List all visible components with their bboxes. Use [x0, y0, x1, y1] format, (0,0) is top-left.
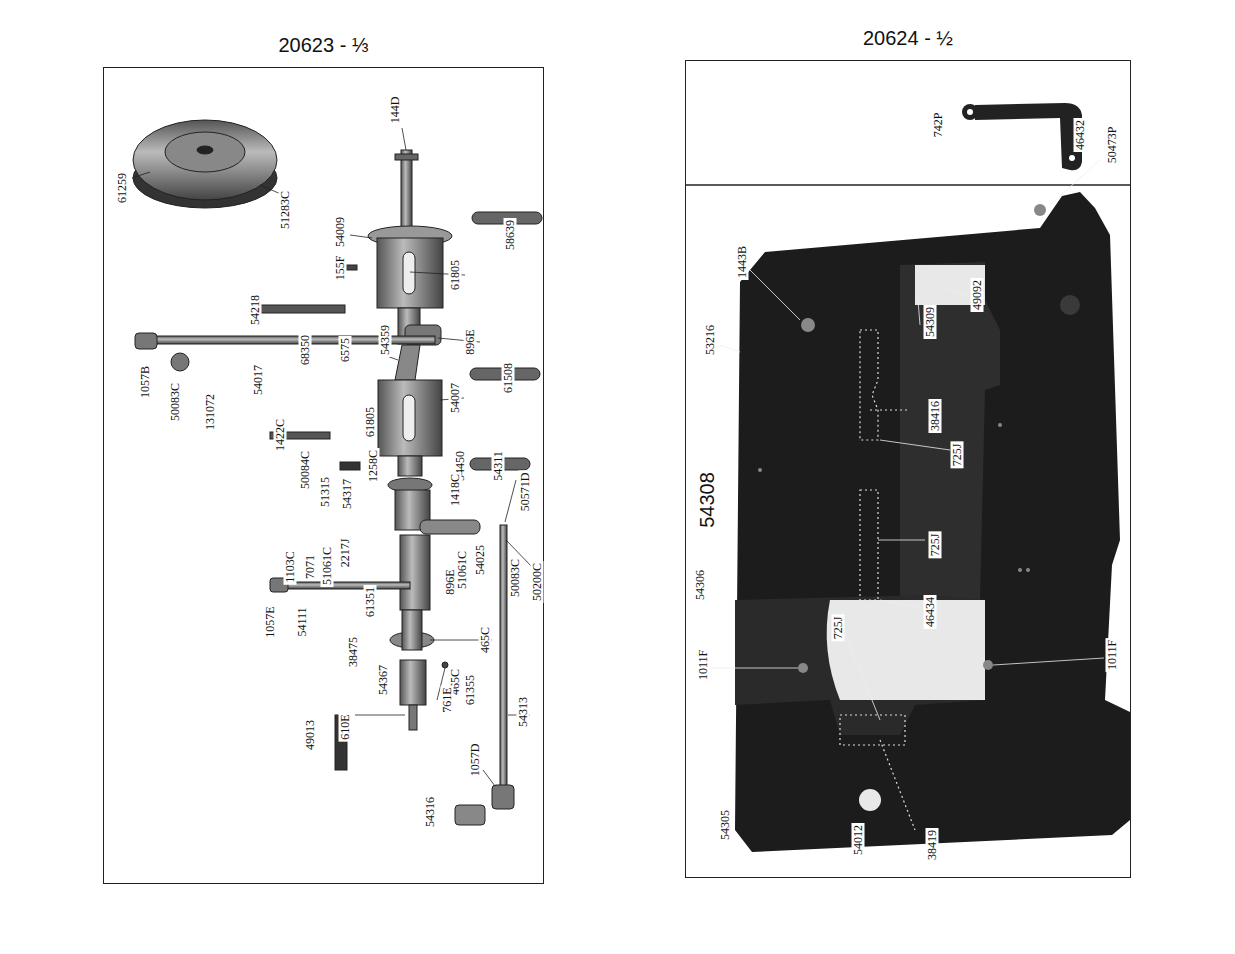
part-number: 54111	[296, 605, 309, 638]
part-number: 54311	[492, 449, 505, 483]
part-number: 38416	[929, 399, 942, 433]
part-number: 61355	[464, 673, 477, 707]
part-number: 51061C	[456, 549, 469, 591]
part-number: 51283C	[279, 189, 292, 231]
panel-divider	[685, 184, 1130, 186]
part-number: 1057B	[139, 364, 152, 400]
part-number: 1103C	[284, 549, 297, 585]
part-number: 54450	[454, 449, 467, 483]
part-number: 53216	[704, 323, 717, 357]
part-number: 68350	[299, 333, 312, 367]
part-number: 1418C	[449, 472, 462, 508]
part-number: 61805	[364, 405, 377, 439]
part-number: 54017	[252, 363, 265, 397]
part-number: 49013	[304, 718, 317, 752]
part-number: 38475	[347, 635, 360, 669]
part-number: 50083C	[169, 381, 182, 423]
part-number: 896E	[444, 567, 457, 596]
part-number: 2217J	[339, 537, 352, 570]
plate-number: 20624 - ½	[686, 27, 1130, 50]
part-number: 61508	[502, 361, 515, 395]
part-number: 49092	[971, 278, 984, 312]
part-number: 1258C	[367, 448, 380, 484]
part-number: 54367	[377, 663, 390, 697]
part-number: 1057D	[469, 742, 482, 779]
part-number: 131072	[204, 392, 217, 432]
part-number: 61351	[364, 585, 377, 619]
plate-number: 20623 - ⅓	[104, 34, 543, 57]
part-number: 54309	[924, 305, 937, 339]
part-number: 51315	[319, 475, 332, 509]
part-number: 54317	[341, 477, 354, 511]
catalog-panel: 20623 - ⅓	[103, 67, 544, 884]
part-number: 54218	[249, 293, 262, 327]
part-number: 1443B	[736, 244, 749, 280]
part-number: 465C	[449, 667, 462, 697]
part-number: 54025	[474, 543, 487, 577]
part-number: 54316	[424, 795, 437, 829]
part-number: 50571D	[519, 471, 532, 514]
part-number: 144D	[389, 95, 402, 126]
part-number: 61259	[116, 171, 129, 205]
part-number: 50083C	[509, 557, 522, 599]
part-number: 742P	[932, 111, 945, 140]
catalog-panel: 20624 - ½	[685, 60, 1131, 878]
leader-lines	[132, 128, 535, 786]
part-number: 1057E	[264, 604, 277, 639]
part-number: 46434	[924, 595, 937, 629]
part-number: 1011F	[697, 648, 710, 682]
part-number: 610E	[339, 712, 352, 741]
part-number: 465C	[479, 625, 492, 655]
part-number: 7071	[304, 553, 317, 581]
part-number: 54306	[694, 568, 707, 602]
part-number: 38419	[926, 828, 939, 862]
part-number: 54305	[719, 808, 732, 842]
part-number: 54007	[449, 381, 462, 415]
part-number: 896E	[464, 327, 477, 356]
part-number: 50200C	[531, 561, 544, 603]
part-number: 54308	[696, 470, 718, 530]
part-number: 54012	[852, 823, 865, 857]
part-number: 50084C	[299, 449, 312, 491]
part-number: 725J	[832, 615, 845, 642]
part-number: 1422C	[274, 417, 287, 453]
shaft-assembly	[133, 120, 542, 825]
part-number: 46432	[1074, 118, 1087, 152]
bed-plate	[712, 103, 1130, 852]
part-number: 58639	[504, 218, 517, 252]
part-number: 54313	[517, 695, 530, 729]
part-number: 725J	[951, 442, 964, 469]
part-number: 155F	[334, 254, 347, 283]
part-number: 761E	[441, 685, 454, 714]
part-number: 51061C	[321, 545, 334, 587]
part-number: 725J	[929, 532, 942, 559]
part-number: 6575	[339, 336, 352, 364]
part-number: 1011F	[1106, 638, 1119, 672]
part-number: 50473P	[1106, 125, 1119, 166]
part-number: 61805	[449, 258, 462, 292]
part-number: 54359	[379, 323, 392, 357]
part-number: 54009	[334, 215, 347, 249]
